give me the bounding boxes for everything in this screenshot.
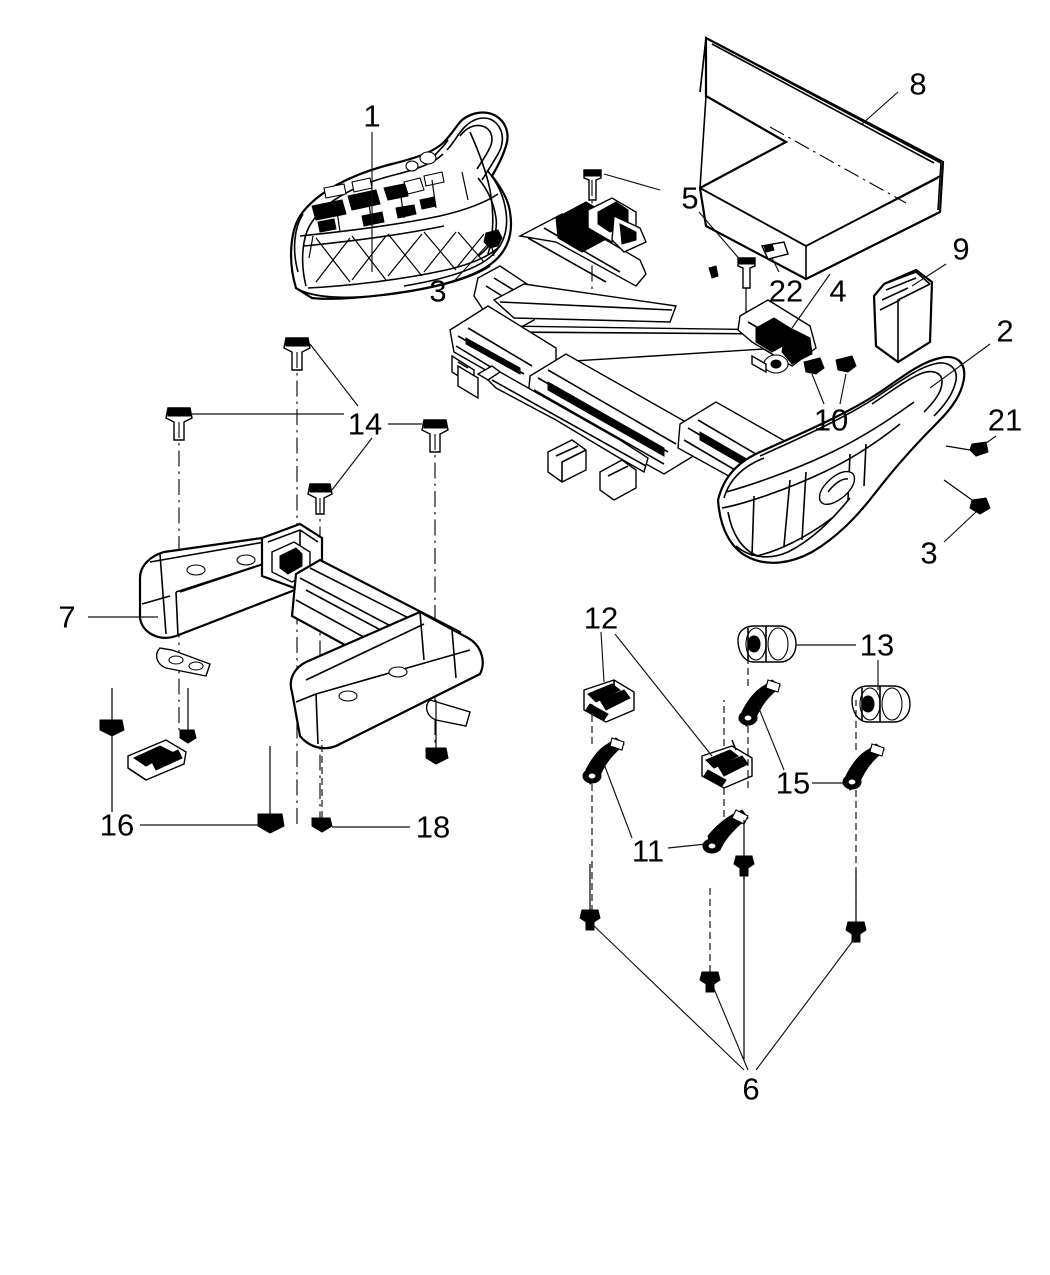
callout-5: 5	[681, 180, 699, 216]
part-nut-10a	[803, 357, 825, 375]
detail-piece	[708, 265, 719, 279]
part-screw-21	[945, 441, 989, 457]
part-bracket-11a	[582, 700, 625, 912]
leader-4	[791, 273, 831, 329]
callout-6: 6	[742, 1071, 760, 1107]
part-nut-18b	[311, 740, 333, 833]
callout-13: 13	[859, 627, 895, 663]
leader-14c	[331, 437, 373, 491]
part-seat-back-panel	[698, 36, 945, 281]
part-screw-3b	[943, 479, 991, 515]
leader-9	[911, 263, 947, 287]
leader-15a	[757, 705, 785, 771]
part-bracket-15b	[842, 700, 885, 920]
callout-11: 11	[631, 833, 665, 869]
leader-12b	[614, 633, 713, 757]
part-screw-6a	[579, 864, 601, 931]
leader-3a	[454, 242, 490, 281]
part-nut-16c	[257, 746, 285, 834]
callout-7: 7	[58, 599, 76, 635]
leader-8	[861, 91, 899, 125]
part-bracket-11b	[702, 809, 749, 880]
leader-10b	[839, 373, 847, 405]
callout-14: 14	[347, 406, 383, 442]
callout-4: 4	[829, 273, 847, 309]
part-screw-6d	[845, 870, 867, 943]
part-bushing-13b	[851, 685, 911, 723]
leader-11a	[603, 763, 633, 839]
leader-11b	[667, 843, 707, 849]
leader-10a	[811, 373, 825, 405]
leader-2	[929, 343, 991, 389]
part-screw-6b	[699, 888, 721, 993]
leader-5a	[603, 173, 661, 191]
part-seat-track-assembly	[449, 197, 817, 501]
leader-22	[771, 257, 780, 273]
part-retainer-clip-12b	[701, 700, 753, 840]
callout-18: 18	[415, 809, 451, 845]
part-bushing-13a	[737, 625, 797, 663]
callout-15: 15	[775, 765, 811, 801]
callout-16: 16	[99, 807, 135, 843]
part-screw-6c	[733, 855, 755, 1060]
callout-9: 9	[952, 231, 970, 267]
callout-8: 8	[909, 66, 927, 102]
leader-5b	[698, 211, 743, 263]
part-nut-16b	[179, 688, 197, 744]
callout-21: 21	[987, 402, 1023, 438]
leader-6b	[711, 983, 749, 1071]
part-bolt-14c	[307, 483, 333, 824]
leader-3b	[943, 511, 977, 543]
leader-12a	[600, 631, 605, 683]
leader-14b	[309, 343, 359, 407]
part-nut-clip-22	[760, 241, 789, 260]
callout-10: 10	[813, 402, 849, 438]
leader-6a	[591, 923, 745, 1071]
callout-1: 1	[363, 98, 381, 134]
part-nut-10b	[835, 355, 857, 373]
part-bracket-15a	[738, 648, 781, 790]
part-nut-16a	[99, 688, 125, 812]
part-side-shield-cap	[872, 268, 934, 364]
part-retainer-clip-12a	[583, 679, 635, 723]
leader-21	[981, 435, 997, 447]
leader-6c	[755, 933, 859, 1071]
callout-12: 12	[583, 600, 619, 636]
part-seat-back-frame	[289, 111, 513, 300]
part-seat-cross-member	[138, 522, 484, 750]
part-outboard-side-shield	[716, 355, 966, 564]
callout-22: 22	[768, 273, 804, 309]
part-flat-bracket	[127, 739, 187, 781]
part-nut-18a	[425, 700, 449, 765]
callout-2: 2	[996, 313, 1014, 349]
callout-3b: 3	[920, 535, 938, 571]
callout-3a: 3	[429, 273, 447, 309]
